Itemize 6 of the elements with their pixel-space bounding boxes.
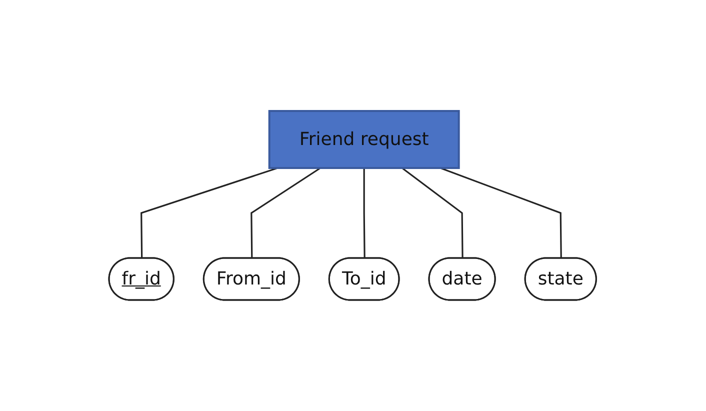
- connector: [251, 167, 322, 258]
- connector: [402, 167, 464, 258]
- connector: [364, 168, 366, 258]
- connector: [440, 167, 562, 258]
- node-box: Friend request: [268, 110, 460, 169]
- connector: [140, 167, 278, 258]
